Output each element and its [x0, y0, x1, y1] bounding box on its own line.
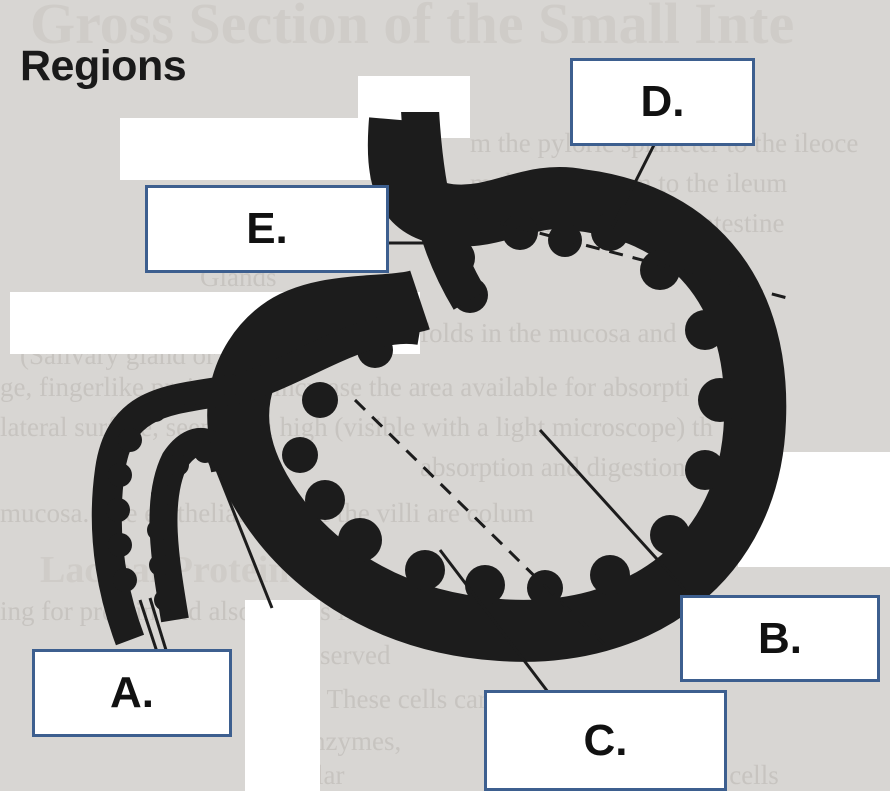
- label-b-text: B.: [758, 614, 802, 664]
- label-box-e[interactable]: E.: [145, 185, 389, 273]
- label-box-c[interactable]: C.: [484, 690, 727, 791]
- label-c-text: C.: [584, 716, 628, 766]
- label-e-text: E.: [246, 204, 288, 254]
- leader-line-a: [140, 600, 158, 655]
- label-box-a[interactable]: A.: [32, 649, 232, 737]
- label-a-text: A.: [110, 668, 154, 718]
- label-box-b[interactable]: B.: [680, 595, 880, 682]
- label-box-d[interactable]: D.: [570, 58, 755, 146]
- label-d-text: D.: [641, 77, 685, 127]
